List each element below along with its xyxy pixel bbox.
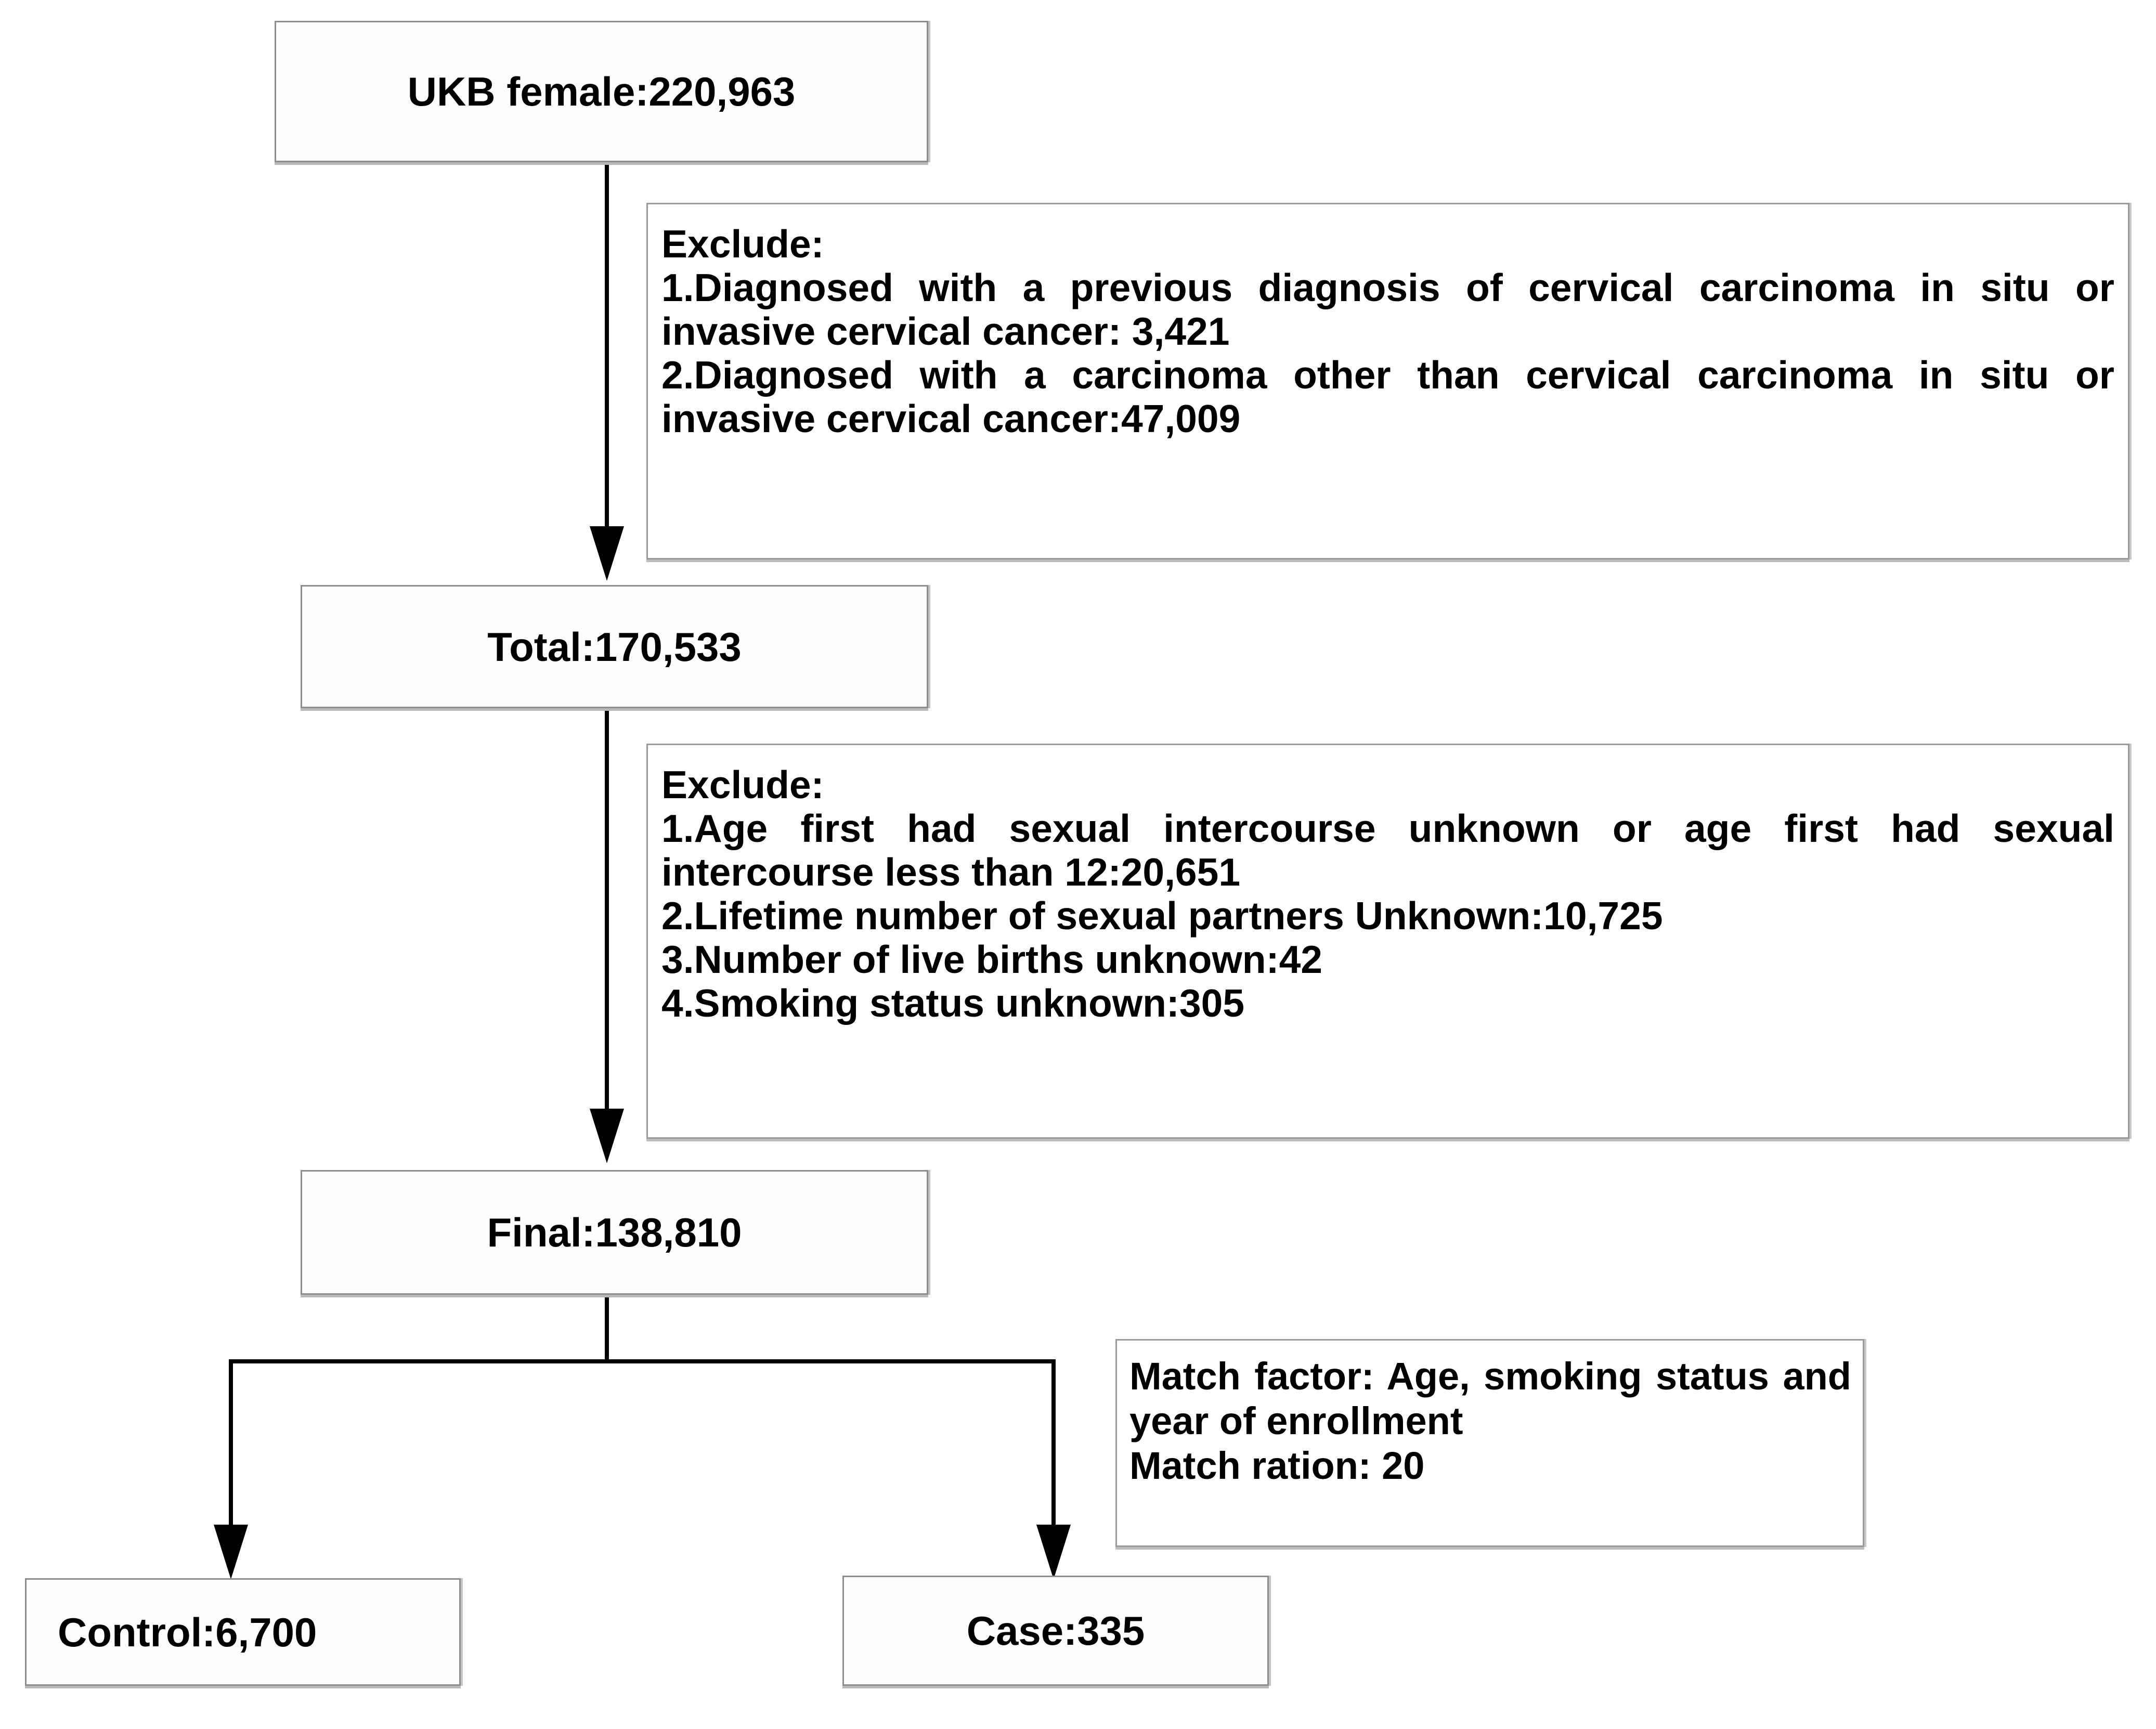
node-ukb-female: UKB female:220,963 [275,21,928,162]
arrowhead-branch-to-case [1036,1525,1071,1579]
panel-exclusion-step-1: Exclude: 1.Diagnosed with a previous dia… [646,203,2129,560]
exclusion-2-item-4: 4.Smoking status unknown:305 [661,981,1245,1025]
node-total: Total:170,533 [301,585,928,708]
connector-branch-to-control [229,1359,233,1525]
node-case-label: Case:335 [966,1608,1145,1654]
arrowhead-ukb-to-total [590,526,624,581]
exclusion-1-item-1: 1.Diagnosed with a previous diagnosis of… [661,266,2114,353]
connector-branch-bar [229,1359,1056,1363]
exclusion-1-item-2: 2.Diagnosed with a carcinoma other than … [661,353,2114,440]
connector-total-to-final [605,708,609,1109]
match-ratio-text: Match ration: 20 [1129,1444,1425,1487]
panel-match-note: Match factor: Age, smoking status and ye… [1115,1339,1864,1547]
connector-branch-to-case [1051,1359,1056,1525]
node-total-label: Total:170,533 [487,623,742,670]
exclusion-1-heading: Exclude: [661,222,824,266]
exclusion-2-item-3: 3.Number of live births unknown:42 [661,938,1323,981]
exclusion-2-item-1: 1.Age first had sexual intercourse unkno… [661,807,2114,894]
panel-exclusion-step-2: Exclude: 1.Age first had sexual intercou… [646,744,2129,1139]
exclusion-2-item-2: 2.Lifetime number of sexual partners Unk… [661,894,1663,938]
node-case: Case:335 [842,1576,1269,1686]
arrowhead-total-to-final [590,1109,624,1163]
node-final: Final:138,810 [301,1170,928,1295]
match-factor-text: Match factor: Age, smoking status and ye… [1129,1355,1851,1442]
node-final-label: Final:138,810 [487,1210,742,1255]
node-control-label: Control:6,700 [58,1609,317,1655]
arrowhead-branch-to-control [214,1525,248,1579]
connector-final-trunk [605,1295,609,1363]
connector-ukb-to-total [605,162,609,526]
node-control: Control:6,700 [25,1578,461,1686]
node-ukb-female-label: UKB female:220,963 [407,69,796,114]
exclusion-2-heading: Exclude: [661,763,824,807]
